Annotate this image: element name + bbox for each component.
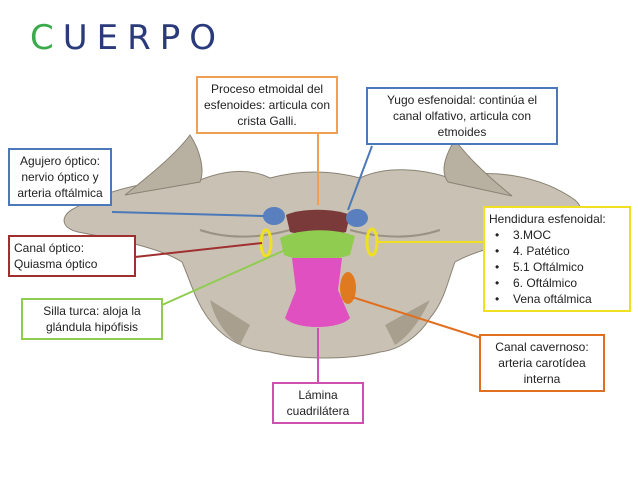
list-item: 6. Oftálmico [495, 275, 625, 291]
leader-agujero [111, 211, 265, 217]
leader-canal-cavernoso [351, 296, 482, 339]
agujero-left-region [263, 207, 285, 225]
proceso-region [286, 209, 350, 235]
label-hendidura: Hendidura esfenoidal: 3.MOC 4. Patético … [483, 206, 631, 312]
leader-canal-optico [134, 242, 263, 258]
hendidura-list: 3.MOC 4. Patético 5.1 Oftálmico 6. Oftál… [489, 227, 625, 307]
label-yugo: Yugo esfenoidal: continúa el canal olfat… [366, 87, 558, 145]
list-item: 3.MOC [495, 227, 625, 243]
label-silla: Silla turca: aloja la glándula hipófisis [21, 298, 163, 340]
list-item: 5.1 Oftálmico [495, 259, 625, 275]
label-proceso: Proceso etmoidal del esfenoides: articul… [196, 76, 338, 134]
label-canal-cavernoso: Canal cavernoso: arteria carotídea inter… [479, 334, 605, 392]
title-rest: UERPO [62, 18, 226, 58]
title-first-letter: C [30, 18, 63, 58]
list-item: Vena oftálmica [495, 291, 625, 307]
silla-region [280, 230, 355, 261]
page-title: CUERPO [30, 18, 225, 58]
leader-yugo [347, 145, 373, 211]
leader-silla [161, 249, 286, 306]
agujero-right-region [346, 209, 368, 227]
label-canal-optico: Canal óptico: Quiasma óptico [8, 235, 136, 277]
label-lamina: Lámina cuadrilátera [272, 382, 364, 424]
hendidura-heading: Hendidura esfenoidal: [489, 212, 606, 226]
label-agujero: Agujero óptico: nervio óptico y arteria … [8, 148, 112, 206]
lamina-region [285, 258, 350, 327]
list-item: 4. Patético [495, 243, 625, 259]
canal-cavernoso-region [340, 272, 356, 304]
